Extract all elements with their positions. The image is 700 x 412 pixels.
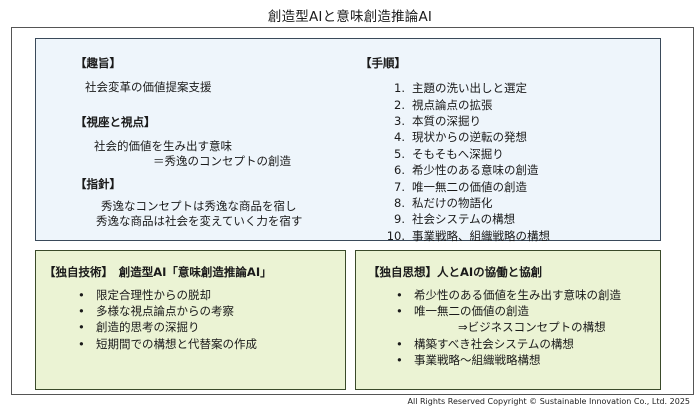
list-item: ⇒ビジネスコンセプトの構想 (458, 320, 606, 335)
list-item: •創造的思考の深掘り (78, 320, 200, 335)
bullet-icon: • (396, 288, 403, 303)
viewpoint-line-2: ＝秀逸のコンセプトの創造 (153, 154, 291, 168)
list-item: •唯一無二の価値の創造 (396, 304, 529, 319)
procedure-step: 5.そもそもへ深掘り (394, 146, 504, 161)
procedure-step: 2.視点論点の拡張 (394, 97, 493, 112)
list-item: •希少性のある価値を生み出す意味の創造 (396, 288, 621, 303)
viewpoint-line-1: 社会的価値を生み出す意味 (94, 139, 232, 153)
guideline-line-1: 秀逸なコンセプトは秀逸な商品を宿し (101, 199, 297, 213)
list-item: •構築すべき社会システムの構想 (396, 336, 574, 351)
purpose-heading: 【趣旨】 (75, 56, 121, 70)
bullet-icon: • (78, 288, 85, 303)
purpose-text: 社会変革の価値提案支援 (85, 80, 212, 94)
procedure-step: 10.事業戦略、組織戦略の構想 (386, 228, 550, 243)
list-item: •多様な視点論点からの考察 (78, 304, 234, 319)
guideline-heading: 【指針】 (75, 177, 121, 191)
procedure-step: 6.希少性のある意味の創造 (394, 163, 539, 178)
bullet-icon: • (396, 304, 403, 319)
bullet-icon: • (396, 336, 403, 351)
technology-panel (35, 250, 346, 390)
philosophy-heading: 【独自思想】人とAIの協働と協創 (368, 265, 543, 279)
list-item: •事業戦略～組織戦略構想 (396, 352, 541, 367)
page-title: 創造型AIと意味創造推論AI (267, 9, 433, 25)
procedure-step: 1.主題の洗い出しと選定 (394, 81, 527, 96)
procedure-step: 3.本質の深掘り (394, 113, 481, 128)
bullet-icon: • (78, 320, 85, 335)
outer-frame (11, 27, 694, 395)
copyright-notice: All Rights Reserved Copyright © Sustaina… (407, 397, 691, 406)
bullet-icon: • (78, 336, 85, 351)
list-item: •限定合理性からの脱却 (78, 288, 211, 303)
procedure-steps: 1.主題の洗い出しと選定 2.視点論点の拡張 3.本質の深掘り 4.現状からの逆… (385, 80, 550, 244)
guideline-line-2: 秀逸な商品は社会を変えていく力を宿す (96, 214, 303, 228)
philosophy-bullets: •希少性のある価値を生み出す意味の創造 •唯一無二の価値の創造 ⇒ビジネスコンセ… (396, 287, 621, 368)
procedure-step: 7.唯一無二の価値の創造 (394, 179, 527, 194)
viewpoint-heading: 【視座と視点】 (75, 115, 156, 129)
bullet-icon: • (78, 304, 85, 319)
overview-panel (35, 38, 661, 241)
procedure-step: 4.現状からの逆転の発想 (394, 130, 527, 145)
procedure-heading: 【手順】 (360, 56, 406, 70)
technology-heading: 【独自技術】 創造型AI「意味創造推論AI」 (44, 265, 272, 279)
list-item: •短期間での構想と代替案の作成 (78, 336, 257, 351)
procedure-step: 9.社会システムの構想 (394, 212, 516, 227)
philosophy-panel (355, 250, 661, 390)
bullet-icon: • (396, 352, 403, 367)
procedure-step: 8.私だけの物語化 (394, 195, 493, 210)
technology-bullets: •限定合理性からの脱却 •多様な視点論点からの考察 •創造的思考の深掘り •短期… (78, 287, 257, 352)
